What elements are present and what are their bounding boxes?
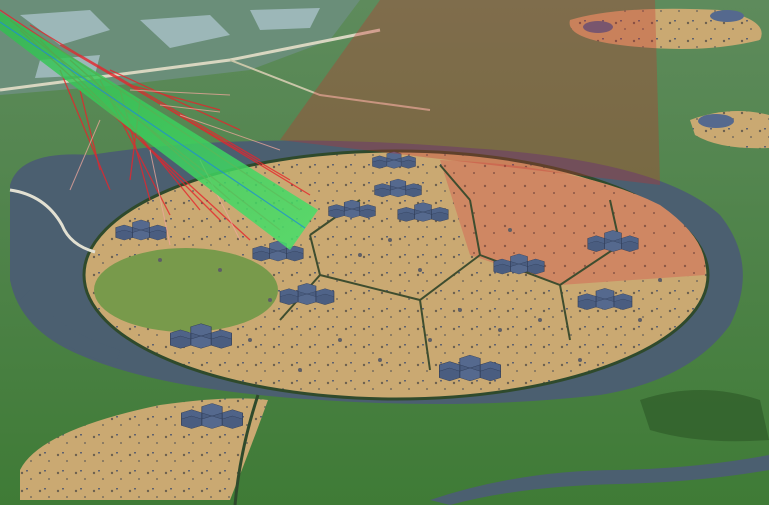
shower-cone-overlay — [280, 0, 660, 185]
green-sector — [94, 248, 278, 332]
river-bend — [20, 290, 120, 365]
river-lower — [430, 455, 769, 505]
track-axis — [0, 21, 306, 229]
panel-small — [583, 21, 613, 33]
road — [233, 394, 260, 505]
road — [9, 188, 96, 254]
shower-particles-light — [69, 89, 281, 246]
panel-small — [698, 114, 734, 128]
panel-small — [710, 10, 744, 22]
road — [229, 59, 431, 111]
wetland-water — [20, 8, 320, 78]
detector-dots — [158, 228, 662, 372]
red-sector — [440, 160, 706, 285]
dark-vegetation — [640, 390, 769, 442]
primary-track — [0, 12, 318, 250]
